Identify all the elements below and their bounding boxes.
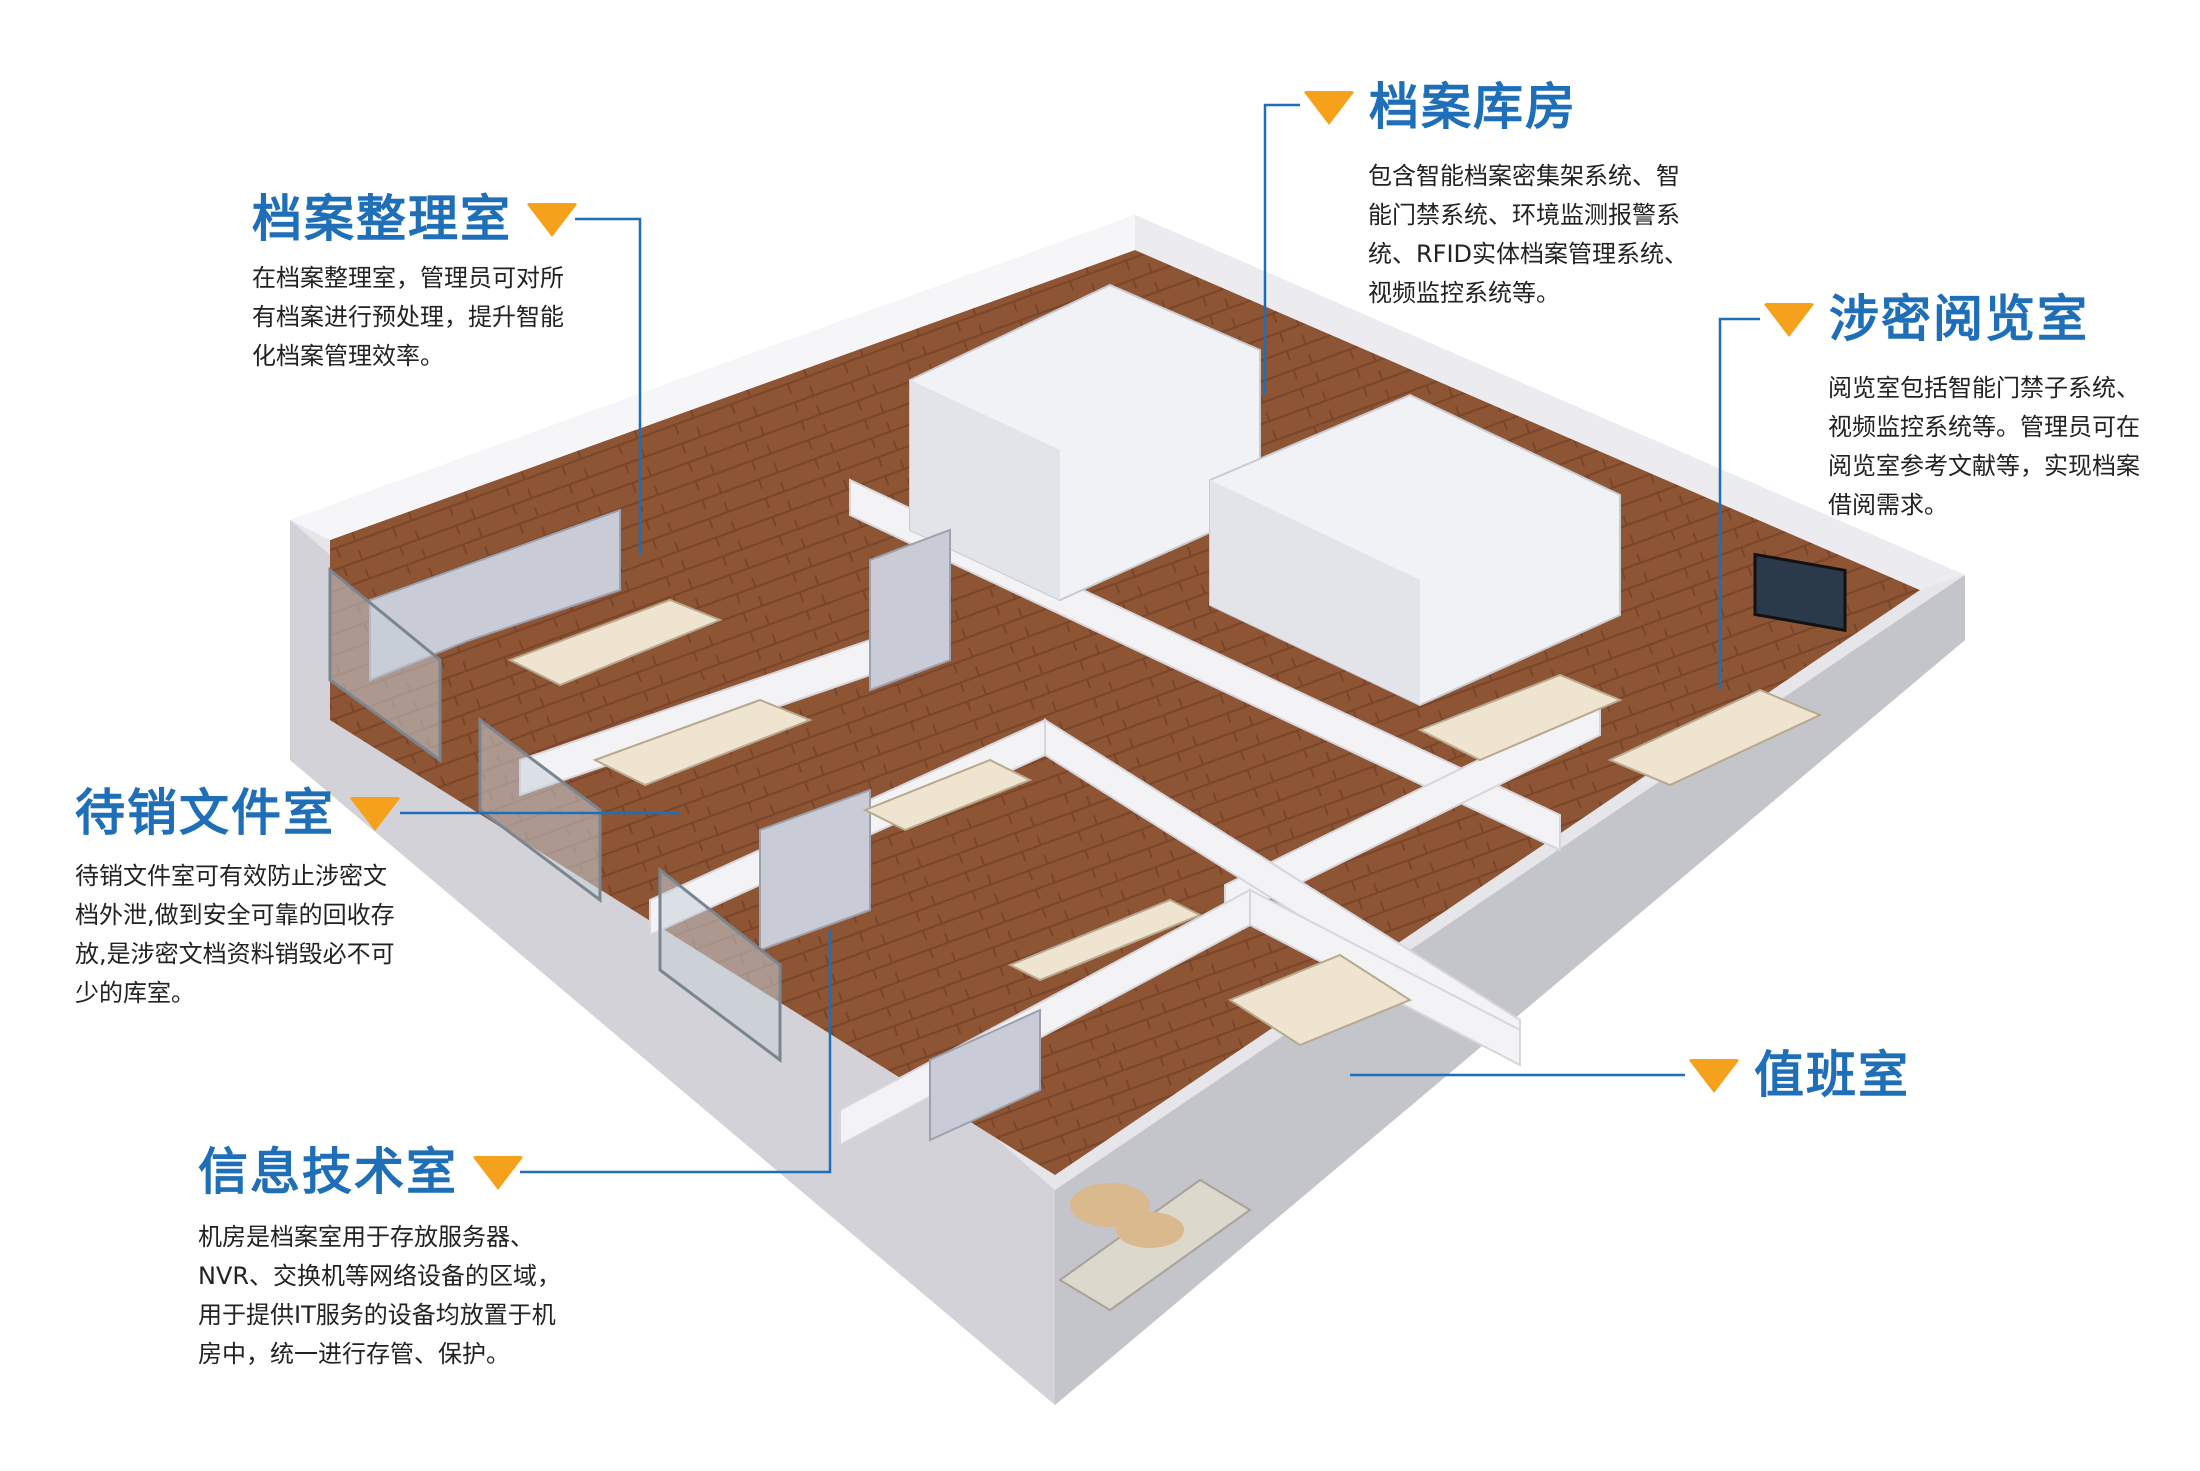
room-description: 机房是档案室用于存放服务器、 NVR、交换机等网络设备的区域， 用于提供IT服务… (198, 1223, 562, 1368)
orange-marker-icon (1688, 1058, 1740, 1093)
room-description: 待销文件室可有效防止涉密文 档外泄,做到安全可靠的回收存 放,是涉密文档资料销毁… (75, 862, 395, 1007)
callout-archive-storage: 档案库房 包含智能档案密集架系统、智 能门禁系统、环境监测报警系 统、RFID实… (1303, 80, 1688, 313)
room-description: 包含智能档案密集架系统、智 能门禁系统、环境监测报警系 统、RFID实体档案管理… (1368, 162, 1689, 307)
glass-walls (328, 566, 782, 1063)
callout-pending-destruction: 待销文件室 待销文件室可有效防止涉密文 档外泄,做到安全可靠的回收存 放,是涉密… (75, 786, 401, 1013)
callout-it-room: 信息技术室 机房是档案室用于存放服务器、 NVR、交换机等网络设备的区域， 用于… (198, 1145, 561, 1374)
orange-marker-icon (349, 796, 401, 831)
callout-classified-reading: 涉密阅览室 阅览室包括智能门禁子系统、 视频监控系统等。管理员可在 阅览室参考文… (1763, 292, 2140, 525)
room-title: 档案整理室 (252, 190, 512, 248)
room-title: 涉密阅览室 (1829, 290, 2089, 348)
lounge-area (1058, 1178, 1252, 1312)
orange-marker-icon (1303, 90, 1355, 125)
desks (507, 598, 1823, 1047)
room-title: 值班室 (1754, 1046, 1910, 1104)
room-title: 信息技术室 (198, 1143, 458, 1201)
wall-monitor (1753, 552, 1847, 633)
room-title: 档案库房 (1369, 78, 1577, 136)
leader-lines (400, 103, 1760, 1174)
room-title: 待销文件室 (75, 784, 335, 842)
room-description: 在档案整理室，管理员可对所 有档案进行预处理，提升智能 化档案管理效率。 (252, 264, 564, 370)
building-wall-front-right (1055, 575, 1965, 1405)
callout-duty-room: 值班室 (1688, 1048, 1910, 1103)
orange-marker-icon (526, 202, 578, 237)
room-description: 阅览室包括智能门禁子系统、 视频监控系统等。管理员可在 阅览室参考文献等，实现档… (1828, 374, 2140, 519)
orange-marker-icon (1763, 302, 1815, 337)
orange-marker-icon (472, 1155, 524, 1190)
back-wall-right (1135, 215, 1965, 590)
callout-archive-sorting: 档案整理室 在档案整理室，管理员可对所 有档案进行预处理，提升智能 化档案管理效… (252, 192, 578, 376)
back-wall-left (290, 215, 1135, 540)
